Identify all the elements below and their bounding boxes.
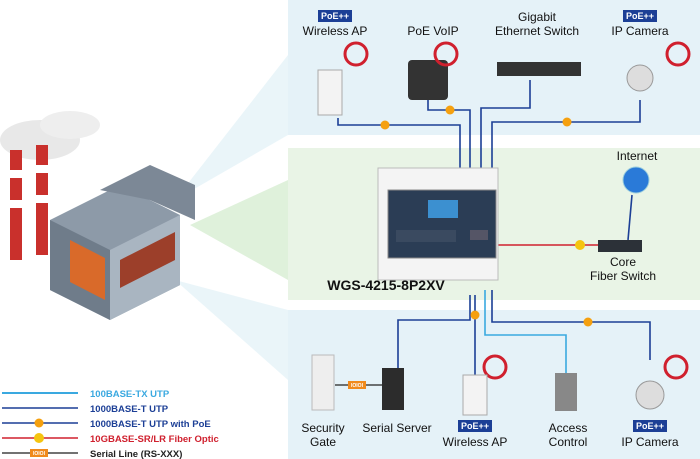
core-label-2: Fiber Switch: [590, 269, 656, 283]
legend-100base-tx: 100BASE-TX UTP: [90, 389, 170, 400]
wireless-ap-bottom-badge: [458, 420, 492, 432]
line-serial-server: [397, 295, 471, 368]
wireless-ap-top-label: Wireless AP: [303, 24, 368, 38]
access-control-label-2: Control: [549, 435, 588, 449]
ip-camera-top-label: IP Camera: [611, 24, 668, 38]
beam-bottom: [175, 280, 288, 380]
legend-10gbase-fiber: 10GBASE-SR/LR Fiber Optic: [90, 434, 219, 445]
wireless-ap-top-icon: [317, 69, 343, 116]
line-internet: [627, 194, 633, 241]
ip-camera-top-badge: [623, 10, 657, 22]
line-ip-camera-bottom: [491, 290, 651, 360]
line-wireless-ap-top: [337, 118, 461, 195]
security-gate-label-2: Gate: [310, 435, 336, 449]
legend-1000base-t: 1000BASE-T UTP: [90, 404, 169, 415]
security-gate-label-1: Security: [301, 421, 344, 435]
serial-server-label: Serial Server: [362, 421, 431, 435]
access-control-label-1: Access: [549, 421, 588, 435]
no-power-icon: [343, 41, 691, 380]
line-access-control: [484, 290, 567, 375]
wireless-ap-bottom-label: Wireless AP: [443, 435, 508, 449]
wireless-ap-bottom-icon: [462, 374, 488, 416]
serial-marker: [348, 381, 366, 389]
ip-camera-bottom-badge: [633, 420, 667, 432]
wgs-switch-enclosure: [377, 167, 499, 281]
gig-switch-label-1: Gigabit: [518, 10, 557, 24]
switch-model-label: WGS-4215-8P2XV: [327, 277, 445, 293]
serial-server-icon: [382, 368, 404, 410]
legend: IOIOI 100BASE-TX UTP 1000BASE-T UTP 1000…: [2, 389, 219, 459]
ip-camera-top-badge-text: PoE++: [626, 11, 654, 21]
serial-marker-text: IOIOI: [351, 383, 364, 389]
core-switch-icon: [598, 240, 642, 252]
top-panel: [288, 0, 700, 135]
wireless-ap-top-badge-text: PoE++: [321, 11, 349, 21]
security-gate-icon: [311, 354, 335, 411]
line-gig-switch: [480, 80, 531, 195]
ip-camera-bottom-icon: [635, 380, 665, 410]
poe-markers: [380, 105, 593, 327]
wireless-ap-top-badge: [318, 10, 352, 22]
legend-serial-marker-text: IOIOI: [33, 451, 46, 457]
legend-serial: Serial Line (RS-XXX): [90, 449, 182, 459]
ip-camera-bottom-badge-text: PoE++: [636, 421, 664, 431]
voip-phone-icon: [408, 60, 448, 100]
internet-globe-icon: [622, 166, 650, 194]
voip-label: PoE VoIP: [407, 24, 458, 38]
beam-top: [175, 55, 288, 200]
ip-camera-top-icon: [626, 64, 654, 92]
legend-1000base-t-poe: 1000BASE-T UTP with PoE: [90, 419, 211, 430]
legend-serial-marker: [30, 449, 48, 457]
wireless-ap-bottom-badge-text: PoE++: [461, 421, 489, 431]
factory-illustration: [0, 111, 195, 320]
ip-camera-bottom-label: IP Camera: [621, 435, 678, 449]
core-label-1: Core: [610, 255, 636, 269]
gig-switch-icon: [497, 62, 581, 76]
internet-label: Internet: [617, 149, 658, 163]
access-control-icon: [555, 373, 577, 411]
beam-middle: [190, 180, 288, 280]
fiber-marker: [575, 240, 585, 250]
gig-switch-label-2: Ethernet Switch: [495, 24, 579, 38]
